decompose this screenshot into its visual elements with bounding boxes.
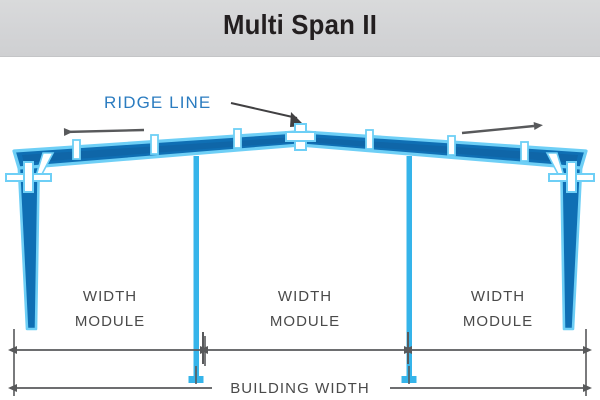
module-label-line1: WIDTH — [82, 288, 138, 305]
module-label-1: WIDTH MODULE — [40, 284, 180, 334]
frame-diagram — [0, 56, 600, 400]
purlin-mark — [447, 135, 456, 156]
module-label-line1: WIDTH — [277, 288, 333, 305]
module-label-2: WIDTH MODULE — [235, 284, 375, 334]
module-label-3: WIDTH MODULE — [428, 284, 568, 334]
header-bar: Multi Span II — [0, 0, 600, 57]
module-label-line1: WIDTH — [470, 288, 526, 305]
purlin-mark — [72, 139, 81, 160]
eave-joint-left — [5, 161, 52, 193]
ridge-apex-joint — [285, 123, 316, 151]
ridge-line-label: RIDGE LINE — [104, 93, 212, 112]
module-label-line2: MODULE — [269, 313, 341, 330]
left-slope-arrow — [63, 128, 145, 136]
right-slope-arrow — [461, 122, 543, 135]
module-label-line2: MODULE — [462, 313, 534, 330]
rafter-right — [298, 130, 588, 170]
purlin-mark — [520, 141, 529, 162]
module-label-line2: MODULE — [74, 313, 146, 330]
purlin-mark — [365, 129, 374, 150]
ridge-line-pointer — [230, 102, 305, 127]
building-width-label: BUILDING WIDTH — [230, 380, 370, 397]
eave-joint-right — [548, 161, 595, 193]
interior-column-left — [188, 156, 204, 383]
purlin-mark — [150, 134, 159, 155]
page-title: Multi Span II — [222, 9, 378, 40]
purlin-mark — [233, 128, 242, 149]
